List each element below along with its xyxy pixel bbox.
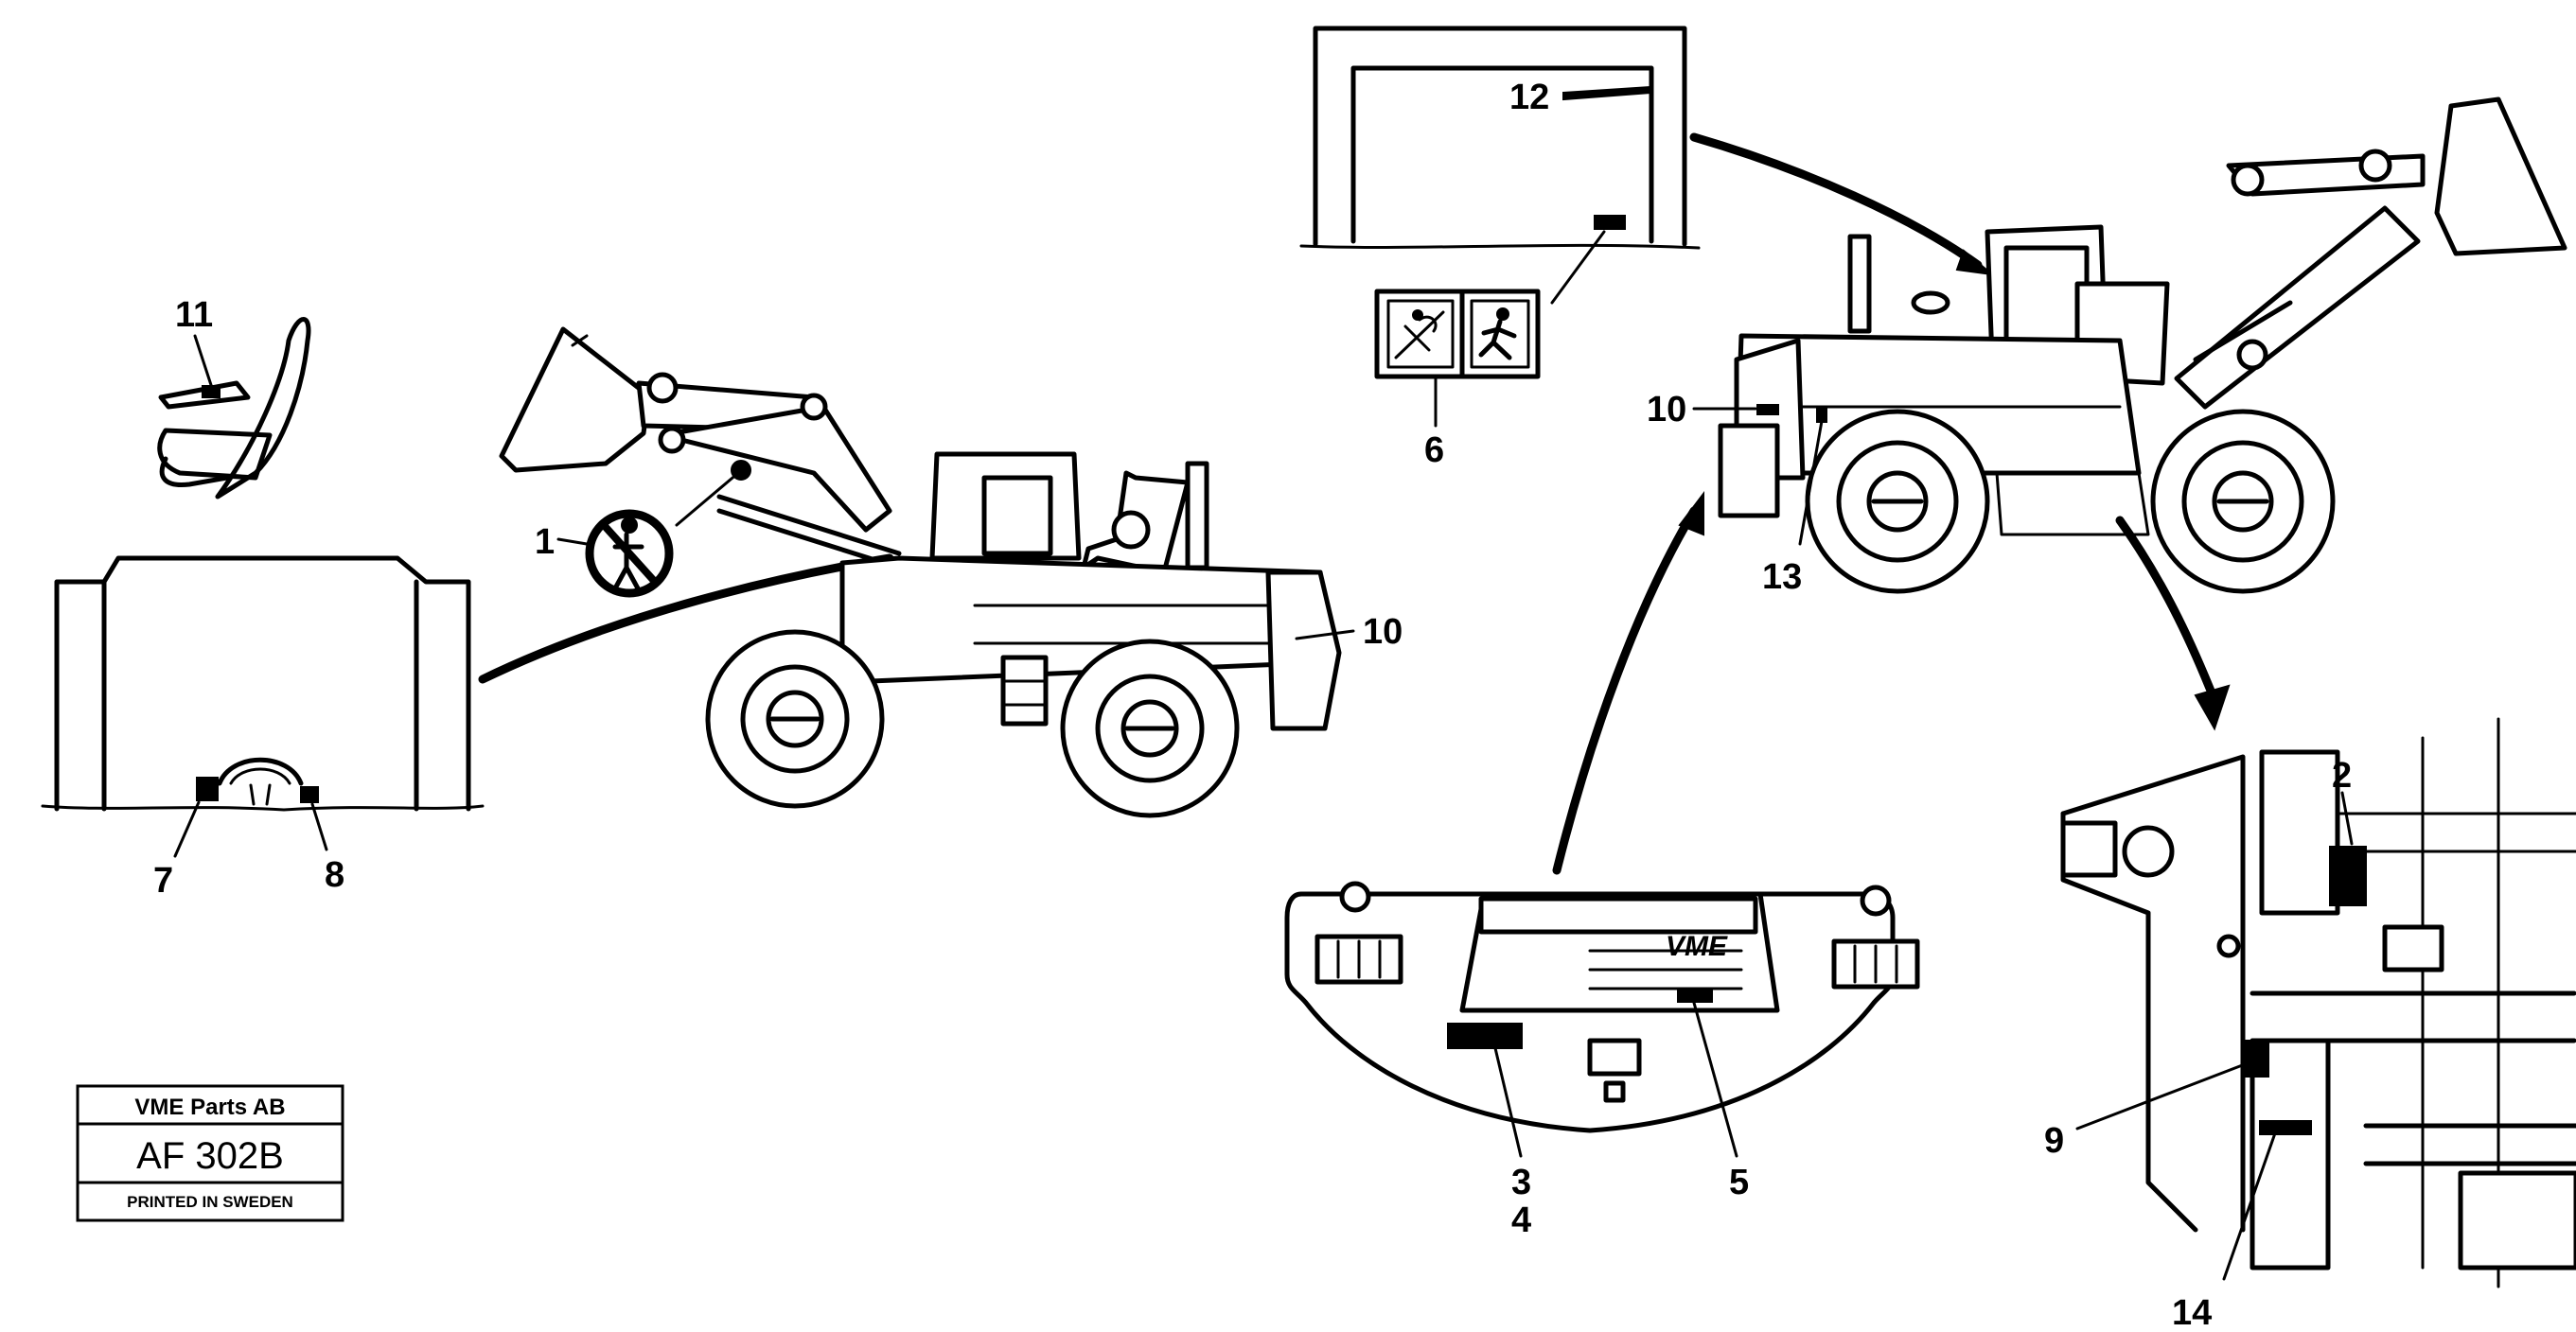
stamp-code: AF 302B: [136, 1135, 284, 1177]
callout-12: 12: [1509, 78, 1549, 117]
arrow-loader-to-engine: [2115, 516, 2219, 705]
callout-2: 2: [2332, 756, 2352, 796]
leader-11: [193, 334, 214, 390]
callout-7: 7: [153, 861, 173, 901]
callout-8: 8: [325, 855, 344, 895]
arrowhead-counterweight: [1678, 491, 1704, 536]
callout-1: 1: [535, 522, 555, 562]
parts-stamp: [76, 1084, 344, 1222]
operator-seat-drawing: [157, 317, 311, 500]
leader-5: [1692, 1001, 1738, 1158]
leader-13: [1798, 419, 1824, 546]
wheel-loader-left-view: [499, 326, 1342, 818]
arrowhead-cab: [1955, 249, 1996, 276]
cab-door-frame-view: [1299, 26, 1701, 250]
callout-10b: 10: [1647, 390, 1686, 429]
leader-7: [173, 800, 201, 858]
leader-1: [556, 537, 589, 546]
callout-6: 6: [1424, 430, 1444, 470]
hood-rear-view: [41, 555, 485, 812]
wheel-loader-right-view: [1718, 96, 2567, 594]
stamp-company: VME Parts AB: [134, 1095, 285, 1120]
callout-10a: 10: [1363, 612, 1403, 652]
leader-10a: [1295, 629, 1355, 640]
callout-13: 13: [1762, 557, 1802, 597]
callout-9: 9: [2044, 1121, 2064, 1161]
callout-4: 4: [1511, 1201, 1531, 1240]
engine-compartment-detail: [2060, 717, 2576, 1288]
leader-6-sign: [1550, 230, 1606, 305]
crush-hazard-icon: [1394, 309, 1445, 359]
leader-3-4: [1493, 1046, 1523, 1158]
leader-8: [310, 802, 328, 851]
counterweight-rear-view: [1284, 881, 1920, 1133]
stamp-printed: PRINTED IN SWEDEN: [127, 1193, 293, 1211]
emergency-exit-icon: [1478, 307, 1517, 360]
arrowhead-engine: [2194, 684, 2231, 731]
arrow-cab-to-loader: [1689, 132, 1983, 270]
callout-14: 14: [2172, 1293, 2212, 1332]
callout-3: 3: [1511, 1163, 1531, 1202]
arrow-counterweight-to-loader: [1552, 506, 1699, 875]
callout-5: 5: [1729, 1163, 1749, 1202]
leader-2: [2340, 791, 2354, 846]
leader-14: [2222, 1129, 2278, 1281]
leader-9: [2075, 1062, 2247, 1130]
callout-11: 11: [175, 295, 213, 335]
no-standing-under-boom-icon: [585, 460, 751, 598]
badge-brand-logo: VME: [1666, 931, 1728, 962]
